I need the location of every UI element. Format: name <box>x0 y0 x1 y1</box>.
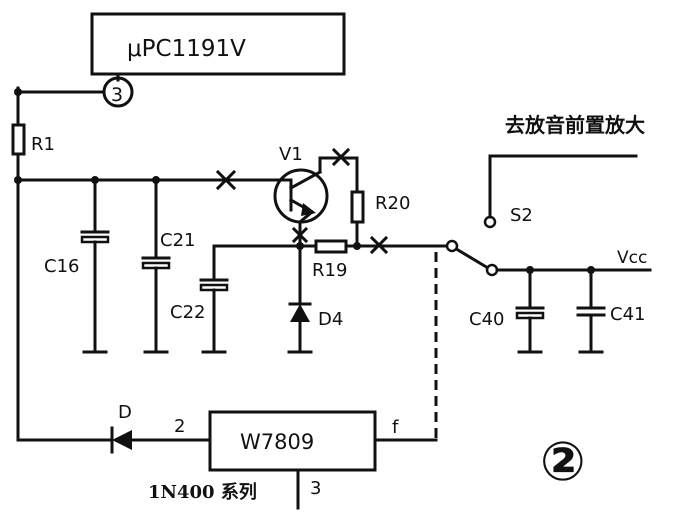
d4-label: D4 <box>318 309 343 330</box>
c16-capacitor: C16 <box>44 176 110 354</box>
s2-label: S2 <box>510 205 533 226</box>
emitter-node: R19 <box>212 235 448 281</box>
switch-caption: 去放音前置放大 <box>505 113 645 137</box>
left-rail: R1 <box>11 86 106 442</box>
d4-diode: D4 <box>287 244 343 354</box>
ic-label: μPC1191V <box>127 36 246 62</box>
figure-number: ② <box>540 430 586 493</box>
r1-label: R1 <box>31 134 55 155</box>
c41-label: C41 <box>610 304 645 325</box>
pin3-label: 3 <box>111 84 123 106</box>
v1-transistor: V1 <box>273 144 359 248</box>
v1-label: V1 <box>279 144 303 165</box>
vcc-label: Vcc <box>617 248 647 268</box>
r20-label: R20 <box>375 193 410 214</box>
r19-label: R19 <box>312 260 347 281</box>
diode-d <box>112 430 132 450</box>
base-bus <box>16 169 280 191</box>
c21-capacitor: C21 <box>141 176 195 354</box>
r19-resistor <box>314 239 348 254</box>
c22-label: C22 <box>170 302 205 323</box>
diode-series-label: 1N400 系列 <box>148 482 257 503</box>
pin2-label: 2 <box>174 416 185 437</box>
r20-resistor: R20 <box>350 156 410 248</box>
figure-number-text: ② <box>540 430 586 493</box>
vcc-output: Vcc C40 C41 <box>469 248 652 354</box>
pin3-reg-label: 3 <box>310 478 321 499</box>
c22-capacitor: C22 <box>170 244 229 354</box>
c40-label: C40 <box>469 309 504 330</box>
ic-block: μPC1191V 3 <box>90 12 346 108</box>
c21-label: C21 <box>160 230 195 251</box>
r1-resistor <box>11 123 26 156</box>
pin-f-label: f <box>392 417 399 438</box>
regulator-section: D 2 W7809 f 3 1N400 系列 <box>16 402 438 510</box>
w7809-label: W7809 <box>240 430 314 454</box>
c16-label: C16 <box>44 256 79 277</box>
junction-dot <box>14 88 22 96</box>
d-label: D <box>118 402 132 423</box>
s2-switch: S2 去放音前置放大 <box>445 113 645 277</box>
